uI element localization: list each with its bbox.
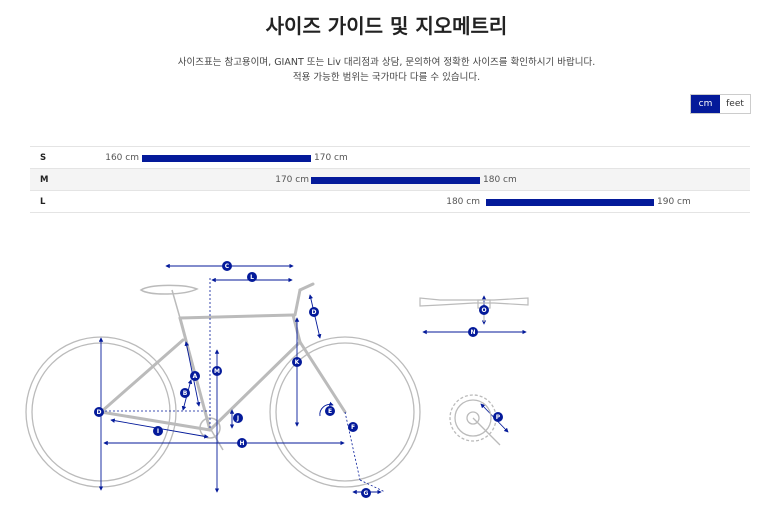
svg-text:P: P [496, 414, 501, 421]
marker-k: K [292, 357, 302, 367]
marker-m: M [212, 366, 222, 376]
description-line-1: 사이즈표는 참고용이며, GIANT 또는 Liv 대리점과 상담, 문의하여 … [177, 57, 596, 68]
marker-n: N [468, 327, 478, 337]
svg-text:F: F [351, 424, 355, 431]
size-guide-description: 사이즈표는 참고용이며, GIANT 또는 Liv 대리점과 상담, 문의하여 … [0, 55, 773, 85]
marker-i: I [153, 426, 163, 436]
marker-p: P [493, 412, 503, 422]
chainring-detail [449, 394, 501, 446]
crankset [199, 417, 224, 451]
svg-text:I: I [157, 428, 159, 435]
size-max-label: 190 cm [657, 197, 691, 207]
front-wheel [269, 336, 421, 488]
size-label: M [40, 175, 49, 185]
marker-c: C [222, 261, 232, 271]
marker-h: H [237, 438, 247, 448]
marker-l: L [247, 272, 257, 282]
marker-b: B [180, 388, 190, 398]
size-row-s: S 160 cm 170 cm [30, 147, 750, 169]
svg-text:C: C [225, 263, 230, 270]
handlebar-detail [419, 297, 529, 322]
svg-text:L: L [250, 274, 254, 281]
svg-text:E: E [328, 408, 332, 415]
svg-text:D: D [312, 309, 317, 316]
marker-g: G [361, 488, 371, 498]
bike-geometry-diagram: C L D K M A B D J E F I H G O N P [25, 261, 529, 498]
marker-f: F [348, 422, 358, 432]
unit-toggle: cm feet [690, 94, 751, 114]
unit-feet-button[interactable]: feet [720, 95, 750, 113]
marker-j: J [233, 413, 243, 423]
size-range-bar [142, 155, 311, 162]
size-min-label: 160 cm [105, 153, 139, 163]
svg-text:M: M [214, 368, 220, 375]
size-label: S [40, 153, 47, 163]
svg-text:N: N [470, 329, 475, 336]
size-range-bar [311, 177, 480, 184]
size-min-label: 180 cm [446, 197, 480, 207]
marker-d2: D [94, 407, 104, 417]
svg-text:H: H [239, 440, 244, 447]
size-range-bar [486, 199, 654, 206]
svg-text:K: K [295, 359, 300, 366]
guide-lines [105, 278, 386, 493]
marker-d: D [309, 307, 319, 317]
size-range-table: S 160 cm 170 cm M 170 cm 180 cm L 180 cm… [30, 146, 750, 213]
unit-cm-button[interactable]: cm [691, 95, 720, 113]
geometry-markers: C L D K M A B D J E F I H G O N P [94, 261, 503, 498]
marker-a: A [190, 371, 200, 381]
size-row-m: M 170 cm 180 cm [30, 169, 750, 191]
size-label: L [40, 197, 46, 207]
svg-text:J: J [236, 415, 239, 422]
bike-frame [99, 282, 347, 432]
marker-o: O [479, 305, 489, 315]
marker-e: E [325, 406, 335, 416]
svg-text:B: B [183, 390, 188, 397]
svg-text:O: O [481, 307, 486, 314]
svg-text:A: A [193, 373, 198, 380]
size-row-l: L 180 cm 190 cm [30, 191, 750, 213]
description-line-2: 적용 가능한 범위는 국가마다 다를 수 있습니다. [292, 72, 481, 83]
svg-text:D: D [97, 409, 102, 416]
saddle [139, 284, 199, 319]
page-title: 사이즈 가이드 및 지오메트리 [265, 14, 508, 38]
size-max-label: 170 cm [314, 153, 348, 163]
size-min-label: 170 cm [275, 175, 309, 185]
svg-text:G: G [364, 490, 369, 497]
size-max-label: 180 cm [483, 175, 517, 185]
